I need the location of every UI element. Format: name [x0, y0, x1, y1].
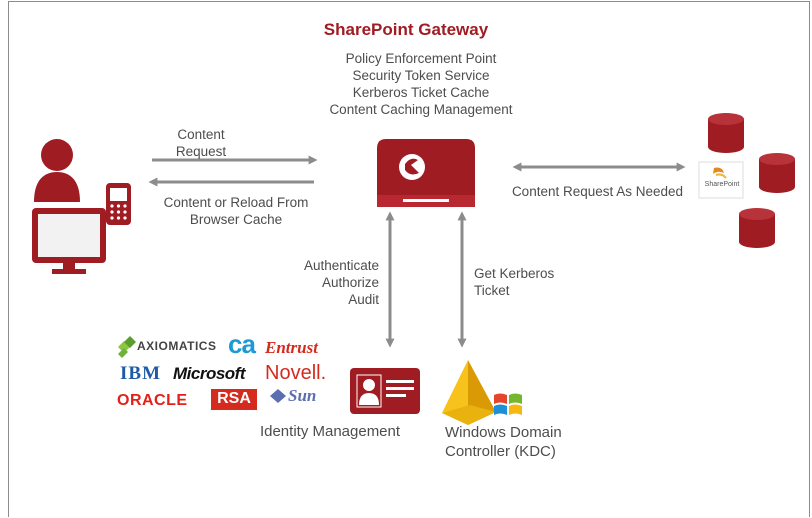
request-label-line: Request [175, 144, 227, 159]
novell-logo: Novell. [265, 362, 327, 384]
auth-label: Authenticate Authorize Audit [279, 257, 379, 308]
database-icon [708, 113, 744, 153]
gateway-features: Policy Enforcement Point Security Token … [306, 50, 536, 118]
auth-label-line: Authorize [321, 275, 379, 290]
database-icon [739, 208, 775, 248]
rsa-logo-box [211, 389, 257, 410]
server-flow-label: Content Request As Needed [511, 184, 684, 199]
axiomatics-logo: AXIOMATICS [137, 339, 217, 353]
request-label: Content Request [151, 126, 251, 160]
ibm-logo: IBM [120, 363, 161, 384]
kerberos-label: Get Kerberos Ticket [474, 265, 574, 299]
user-icon [34, 139, 80, 202]
feature-content-caching: Content Caching Management [329, 102, 513, 117]
sharepoint-logo-label: SharePoint [704, 181, 740, 188]
gateway-title: SharePoint Gateway [323, 20, 489, 39]
sun-logo: Sun [288, 386, 317, 405]
auth-label-line: Authenticate [303, 258, 379, 273]
monitor-icon [32, 208, 106, 274]
id-card-icon [350, 368, 420, 414]
oracle-logo: ORACLE [117, 392, 188, 409]
windows-dc-label-line: Controller (KDC) [445, 443, 556, 460]
response-label-line: Browser Cache [189, 212, 283, 227]
feature-kerberos-cache: Kerberos Ticket Cache [352, 85, 490, 100]
feature-policy-enforcement: Policy Enforcement Point [345, 51, 497, 66]
windows-dc-label: Windows Domain Controller (KDC) [445, 423, 605, 461]
ca-logo: ca [228, 329, 256, 359]
domain-controller-pyramid-icon [442, 360, 496, 425]
microsoft-logo: Microsoft [173, 364, 246, 383]
response-label: Content or Reload From Browser Cache [146, 194, 326, 228]
entrust-logo: Entrust [265, 338, 318, 357]
phone-icon [106, 183, 131, 225]
sharepoint-logo [698, 161, 744, 199]
windows-logo-icon [494, 393, 522, 415]
diagram-frame [8, 1, 810, 517]
auth-label-line: Audit [348, 292, 379, 307]
response-label-line: Content or Reload From [163, 195, 309, 210]
axiomatics-leaf-icon [118, 336, 136, 358]
sun-logo-icon [270, 389, 286, 403]
kerberos-label-line: Get Kerberos [474, 266, 555, 281]
identity-management-label: Identity Management [259, 423, 401, 440]
request-label-line: Content [177, 127, 225, 142]
kerberos-label-line: Ticket [474, 283, 510, 298]
rsa-logo: RSA [217, 390, 251, 407]
database-icon [759, 153, 795, 193]
windows-dc-label-line: Windows Domain [445, 424, 562, 441]
feature-security-token: Security Token Service [352, 68, 490, 83]
gateway-appliance-icon [377, 139, 475, 207]
